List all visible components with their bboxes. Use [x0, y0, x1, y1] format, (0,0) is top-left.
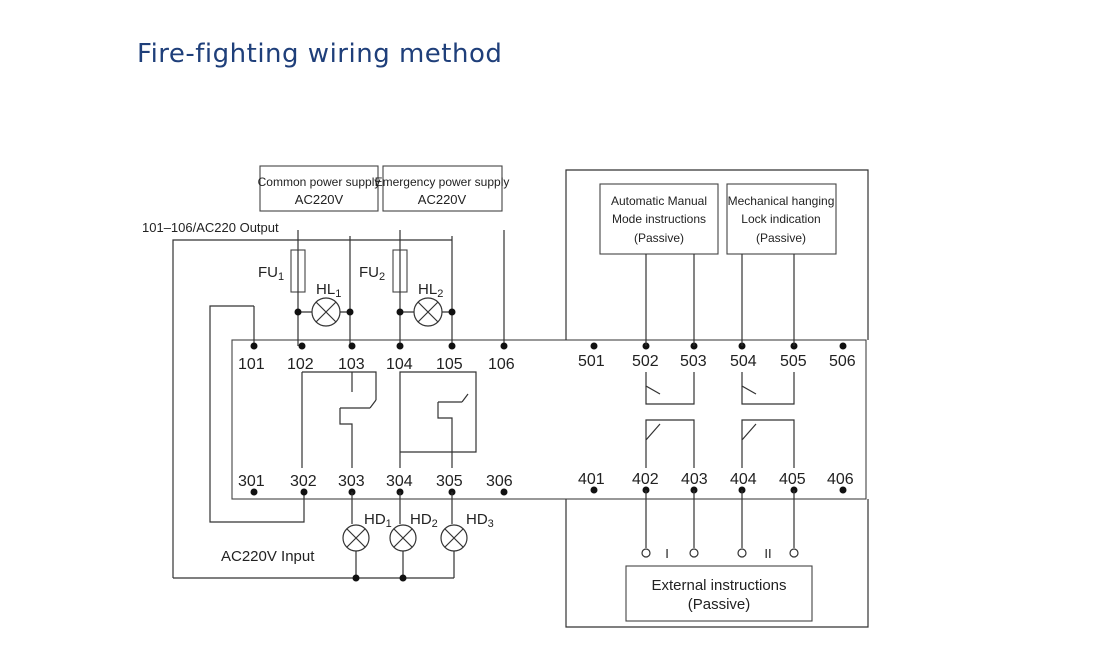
- auto-manual-line2: Mode instructions: [612, 212, 706, 226]
- right-lower-enclosure: [565, 499, 869, 628]
- fuse-leads: [297, 292, 401, 346]
- output-label: 101–106/AC220 Output: [142, 220, 279, 235]
- common-power-box: [259, 165, 379, 212]
- common-power-line2: AC220V: [295, 192, 344, 207]
- fu2-label: FU2: [359, 264, 385, 283]
- junction-dot: [396, 308, 404, 316]
- hl1-label: HL1: [316, 281, 341, 300]
- terminal-label: 104: [386, 356, 413, 373]
- terminal-label: 305: [436, 473, 463, 490]
- lamp-hl1-icon: [311, 297, 341, 327]
- right-upper-enclosure: [565, 169, 869, 340]
- terminal-label: 105: [436, 356, 463, 373]
- lower-right-leads: [645, 490, 795, 548]
- auto-manual-line1: Automatic Manual: [611, 194, 707, 208]
- hd-upper-leads: [351, 492, 453, 524]
- relay-contacts-left: [301, 371, 477, 468]
- terminals-bottom-left: 301 302 303 304 305 306: [238, 473, 513, 496]
- terminal-label: 401: [578, 471, 605, 488]
- terminal-label: 505: [780, 353, 807, 370]
- hd1-label: HD1: [364, 511, 392, 530]
- lamp-hl2-cross: [417, 301, 439, 323]
- external-box: [625, 565, 813, 622]
- loop-101-302: [209, 305, 305, 523]
- terminal-label: 501: [578, 353, 605, 370]
- hl2-label: HL2: [418, 281, 443, 300]
- auto-manual-line3: (Passive): [634, 231, 684, 245]
- terminals-bottom-right: 401 402 403 404 405 406: [578, 471, 854, 494]
- terminal-label: 106: [488, 356, 515, 373]
- terminal-label: 303: [338, 473, 365, 490]
- auto-manual-box: [599, 183, 719, 255]
- lamp-hl1-cross: [315, 301, 337, 323]
- terminal-label: 405: [779, 471, 806, 488]
- ext-label-ii: II: [764, 546, 771, 561]
- terminal-label: 506: [829, 353, 856, 370]
- relay-contacts-right: [645, 372, 795, 468]
- junction-dot: [294, 308, 302, 316]
- input-label: AC220V Input: [221, 548, 315, 565]
- terminal-label: 404: [730, 471, 757, 488]
- terminals-top-left: 101 102 103 104 105 106: [238, 342, 515, 373]
- fu1-label: FU1: [258, 264, 284, 283]
- terminal-label: 306: [486, 473, 513, 490]
- common-power-line1: Common power supply: [258, 175, 381, 189]
- hd-lower-leads: [355, 551, 455, 578]
- terminal-label: 403: [681, 471, 708, 488]
- external-line2: (Passive): [688, 596, 751, 613]
- mech-lock-line3: (Passive): [756, 231, 806, 245]
- junction-dot: [346, 308, 354, 316]
- terminal-label: 406: [827, 471, 854, 488]
- emergency-power-line1: Emergency power supply: [375, 175, 510, 189]
- lamp-hl2-icon: [413, 297, 443, 327]
- hd-lamps: [342, 524, 468, 552]
- junction-dot: [399, 574, 407, 582]
- mech-lock-line1: Mechanical hanging: [728, 194, 835, 208]
- page-title: Fire-fighting wiring method: [137, 39, 502, 69]
- terminals-top-right: 501 502 503 504 505 506: [578, 342, 856, 370]
- terminal-label: 302: [290, 473, 317, 490]
- mech-lock-line2: Lock indication: [741, 212, 820, 226]
- output-wire: [172, 239, 298, 578]
- hd2-label: HD2: [410, 511, 438, 530]
- upper-right-leads: [645, 254, 795, 346]
- ext-label-i: I: [665, 546, 669, 561]
- external-terminals: [641, 548, 799, 558]
- external-line1: External instructions: [651, 577, 786, 594]
- emergency-power-line2: AC220V: [418, 192, 467, 207]
- hd3-label: HD3: [466, 511, 494, 530]
- emergency-power-box: [382, 165, 503, 212]
- junction-dot: [352, 574, 360, 582]
- terminal-label: 102: [287, 356, 314, 373]
- terminal-label: 101: [238, 356, 265, 373]
- junction-dot: [448, 308, 456, 316]
- terminal-label: 304: [386, 473, 413, 490]
- terminal-label: 301: [238, 473, 265, 490]
- terminal-label: 103: [338, 356, 365, 373]
- terminal-label: 503: [680, 353, 707, 370]
- mech-lock-box: [726, 183, 837, 255]
- terminal-label: 402: [632, 471, 659, 488]
- terminal-label: 504: [730, 353, 757, 370]
- terminal-label: 502: [632, 353, 659, 370]
